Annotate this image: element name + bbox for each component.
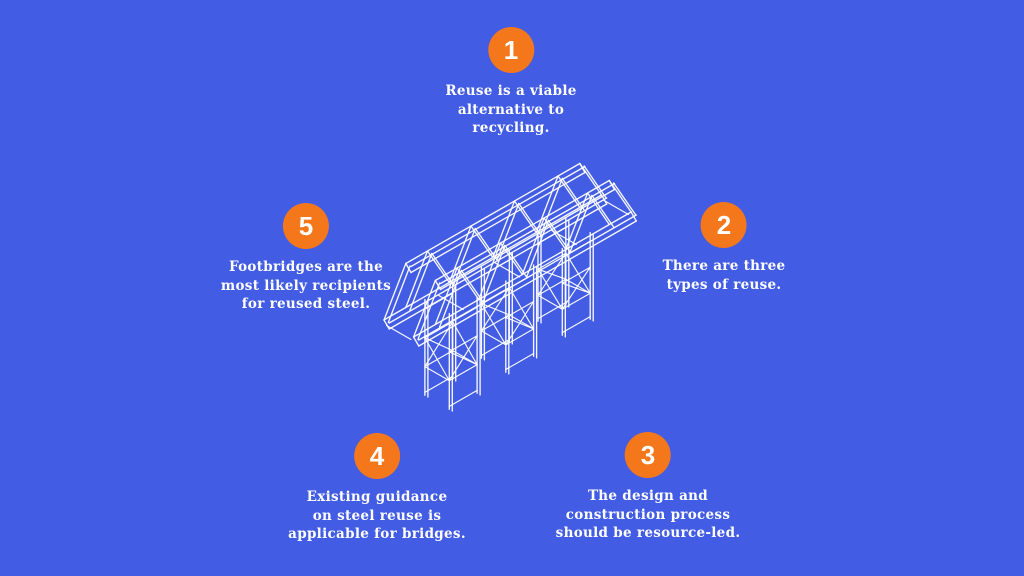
step-4-number: 4	[369, 440, 385, 471]
step-1-label: Reuse is a viable alternative to recycli…	[445, 82, 576, 138]
step-5-number-badge: 5	[283, 203, 329, 249]
step-2-number: 2	[716, 209, 732, 240]
step-1-number-badge: 1	[488, 27, 534, 73]
step-3-number-badge: 3	[624, 432, 671, 478]
step-4-line-3: applicable for bridges.	[288, 526, 466, 542]
step-5-label: Footbridges are the most likely recipien…	[221, 258, 391, 314]
step-3-line-3: should be resource-led.	[555, 525, 741, 541]
step-3-label: The design and construction process shou…	[556, 487, 741, 543]
step-2-number-badge: 2	[701, 202, 747, 248]
step-3-number: 3	[640, 439, 656, 470]
step-1-line-2: alternative to	[457, 101, 565, 118]
step-2-line-1: There are three	[662, 258, 786, 274]
step-5-line-2: most likely recipients	[220, 277, 392, 294]
step-1-number: 1	[503, 34, 519, 65]
step-4-label: Existing guidance on steel reuse is appl…	[288, 488, 466, 544]
step-4-line-1: Existing guidance	[306, 489, 448, 505]
step-4: 4 Existing guidance on steel reuse is ap…	[288, 433, 466, 544]
step-3: 3 The design and construction process sh…	[556, 432, 741, 543]
step-4-line-2: on steel reuse is	[312, 507, 442, 524]
step-1: 1 Reuse is a viable alternative to recyc…	[445, 27, 576, 138]
footbridge-illustration	[383, 162, 637, 412]
step-5-number: 5	[298, 210, 314, 241]
step-5-line-1: Footbridges are the	[228, 259, 384, 275]
step-1-line-1: Reuse is a viable	[445, 83, 577, 99]
step-5-line-3: for reused steel.	[241, 296, 371, 312]
step-3-line-1: The design and	[587, 488, 709, 504]
step-3-line-2: construction process	[565, 506, 731, 523]
step-2-label: There are three types of reuse.	[663, 257, 786, 294]
step-5: 5 Footbridges are the most likely recipi…	[221, 203, 391, 314]
step-1-line-3: recycling.	[472, 120, 550, 136]
step-4-number-badge: 4	[354, 433, 400, 479]
step-2: 2 There are three types of reuse.	[663, 202, 786, 294]
step-2-line-2: types of reuse.	[666, 276, 782, 293]
